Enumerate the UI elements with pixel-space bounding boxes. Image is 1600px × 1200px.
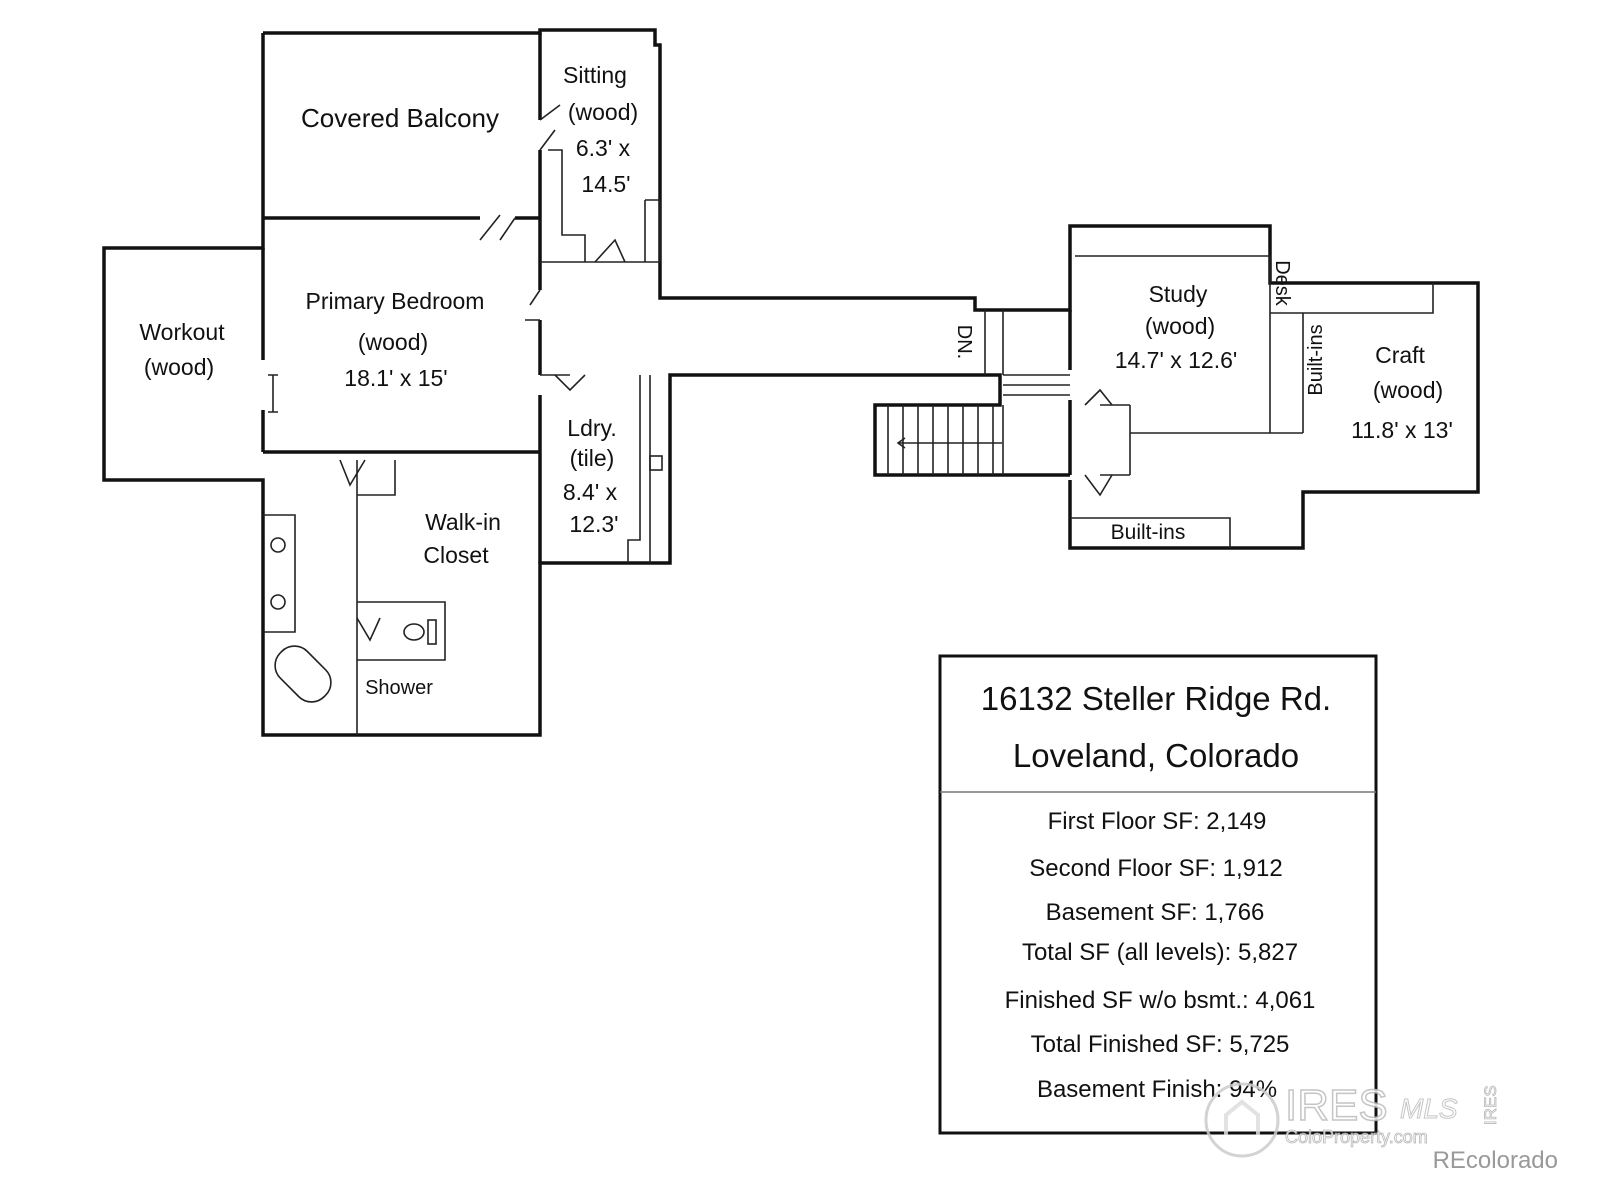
sitting-dim2: 14.5' [581, 171, 630, 197]
sitting-dim1: 6.3' x [576, 135, 631, 161]
builtins-vertical-label: Built-ins [1305, 324, 1327, 395]
craft-label: Craft [1375, 342, 1425, 368]
ires-brand: IRES [1285, 1081, 1388, 1130]
total-finished-sf: Total Finished SF: 5,725 [1031, 1031, 1290, 1058]
basement-sf: Basement SF: 1,766 [1046, 899, 1265, 926]
recolorado-watermark: REcolorado [1433, 1147, 1558, 1174]
sink-icon [270, 594, 286, 610]
address-line: 16132 Steller Ridge Rd. [981, 680, 1331, 717]
city-line: Loveland, Colorado [1013, 737, 1299, 774]
appliance-icon [649, 455, 663, 471]
sitting-floor: (wood) [568, 99, 638, 125]
craft-dims: 11.8' x 13' [1351, 417, 1453, 443]
study-floor: (wood) [1145, 313, 1215, 339]
walk-in-closet-label-2: Closet [423, 542, 489, 568]
info-box: 16132 Steller Ridge Rd. Loveland, Colora… [938, 654, 1378, 1135]
laundry-dim2: 12.3' [569, 511, 618, 537]
second-floor-sf: Second Floor SF: 1,912 [1029, 855, 1282, 882]
ires-mls: MLS [1400, 1093, 1458, 1124]
finished-sf-wo-bsmt: Finished SF w/o bsmt.: 4,061 [1005, 987, 1316, 1014]
coloproperty-text: ColoProperty.com [1285, 1127, 1428, 1147]
desk-label: Desk [1271, 260, 1293, 307]
builtins-bottom-label: Built-ins [1111, 521, 1186, 544]
toilet-tank-icon [427, 619, 437, 645]
study-label: Study [1149, 281, 1208, 307]
ires-logo-icon [1204, 1082, 1280, 1158]
laundry-floor: (tile) [570, 445, 615, 471]
workout-floor: (wood) [144, 354, 214, 380]
toilet-icon [403, 623, 425, 641]
sitting-label: Sitting [563, 62, 627, 88]
total-sf: Total SF (all levels): 5,827 [1022, 939, 1298, 966]
detail-lines [263, 149, 1434, 735]
fixtures [270, 455, 663, 703]
primary-bedroom-dims: 18.1' x 15' [344, 365, 447, 391]
stairs-down-label: DN. [953, 325, 975, 359]
ires-watermark: IRES MLS ColoProperty.com IRES [1204, 1080, 1500, 1158]
shower-label: Shower [365, 677, 433, 699]
primary-bedroom-label: Primary Bedroom [306, 288, 485, 314]
door-swings [268, 104, 1113, 642]
first-floor-sf: First Floor SF: 2,149 [1048, 808, 1267, 835]
basement-finish: Basement Finish: 94% [1037, 1076, 1277, 1103]
interior-walls [261, 33, 1072, 563]
bathtub-icon [274, 645, 332, 703]
primary-bedroom-floor: (wood) [358, 329, 428, 355]
covered-balcony-label: Covered Balcony [301, 103, 499, 133]
sink-icon [270, 537, 286, 553]
exterior-walls [102, 28, 1480, 737]
study-dims: 14.7' x 12.6' [1115, 347, 1238, 373]
craft-floor: (wood) [1373, 377, 1443, 403]
staircase [887, 405, 1004, 475]
ires-side-text: IRES [1481, 1085, 1500, 1125]
workout-label: Workout [139, 319, 225, 345]
laundry-label: Ldry. [567, 415, 616, 441]
laundry-dim1: 8.4' x [563, 479, 618, 505]
walk-in-closet-label: Walk-in [425, 509, 501, 535]
